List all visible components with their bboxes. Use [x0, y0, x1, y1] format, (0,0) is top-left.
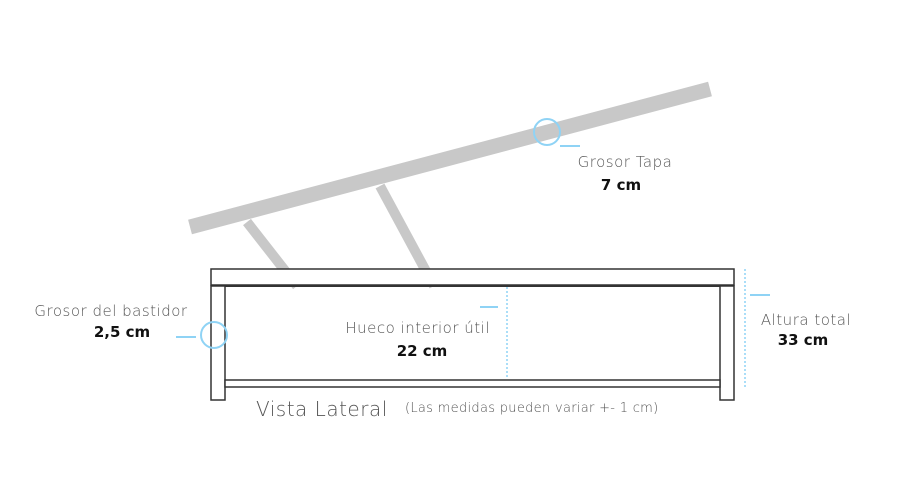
bottom-rail: [224, 379, 721, 388]
dimension-markers: [176, 118, 770, 388]
lid-thickness-marker: [533, 118, 561, 146]
interior-space-value: 22 cm: [396, 342, 448, 360]
interior-space-label: Hueco interior útil: [345, 319, 490, 337]
lid-thickness-label: Grosor Tapa: [577, 153, 673, 171]
top-rail: [210, 268, 735, 286]
total-height-value: 33 cm: [777, 331, 829, 349]
left-post: [210, 285, 226, 401]
caption-note: (Las medidas pueden variar +- 1 cm): [405, 401, 659, 416]
right-post: [719, 285, 735, 401]
frame-thickness-label: Grosor del bastidor: [34, 302, 188, 320]
frame-thickness-value: 2,5 cm: [93, 323, 151, 341]
frame-thickness-marker: [200, 321, 228, 349]
caption-title: Vista Lateral: [256, 397, 388, 421]
lid-panel: [188, 81, 712, 235]
total-height-label: Altura total: [760, 311, 852, 329]
lid-thickness-value: 7 cm: [600, 176, 642, 194]
base-frame: [210, 268, 735, 401]
